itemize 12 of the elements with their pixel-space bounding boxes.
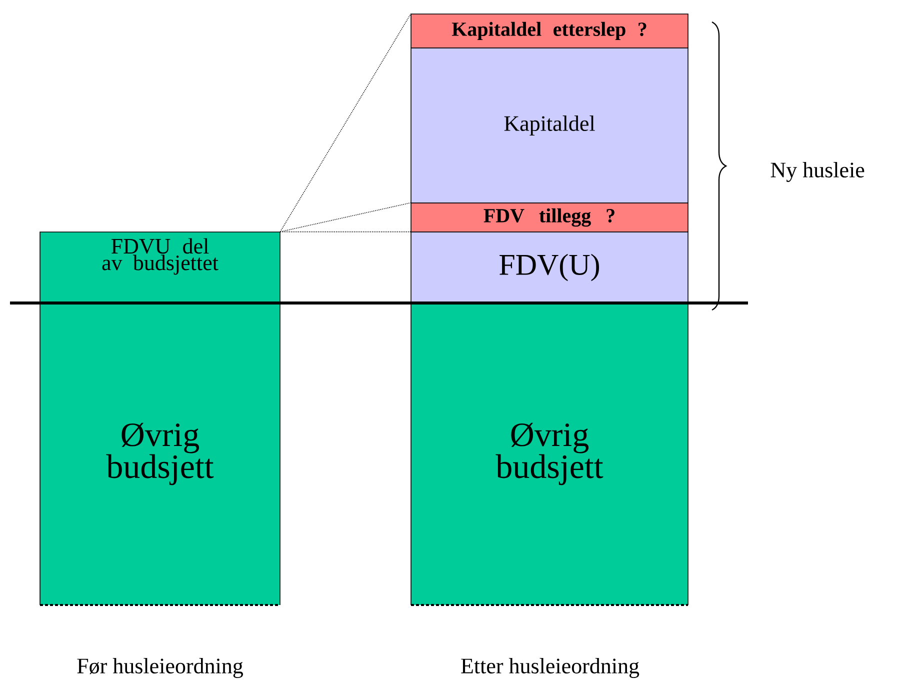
text-label: Etter husleieordning <box>461 658 640 678</box>
stack-block: Kapitaldel etterslep ? <box>410 14 688 48</box>
stack-block: FDV(U) <box>410 232 688 304</box>
text-label: Ny husleie <box>770 162 864 182</box>
projection-line <box>280 231 412 232</box>
text-label: Før husleieordning <box>77 658 243 678</box>
projection-line <box>280 202 412 232</box>
stack-block: FDV tillegg ? <box>410 202 688 232</box>
stack-block: Øvrig budsjett <box>410 302 688 606</box>
stack-block: FDVU del av budsjettet <box>40 232 280 304</box>
stack-block: Kapitaldel <box>410 48 688 204</box>
projection-line <box>280 13 412 232</box>
